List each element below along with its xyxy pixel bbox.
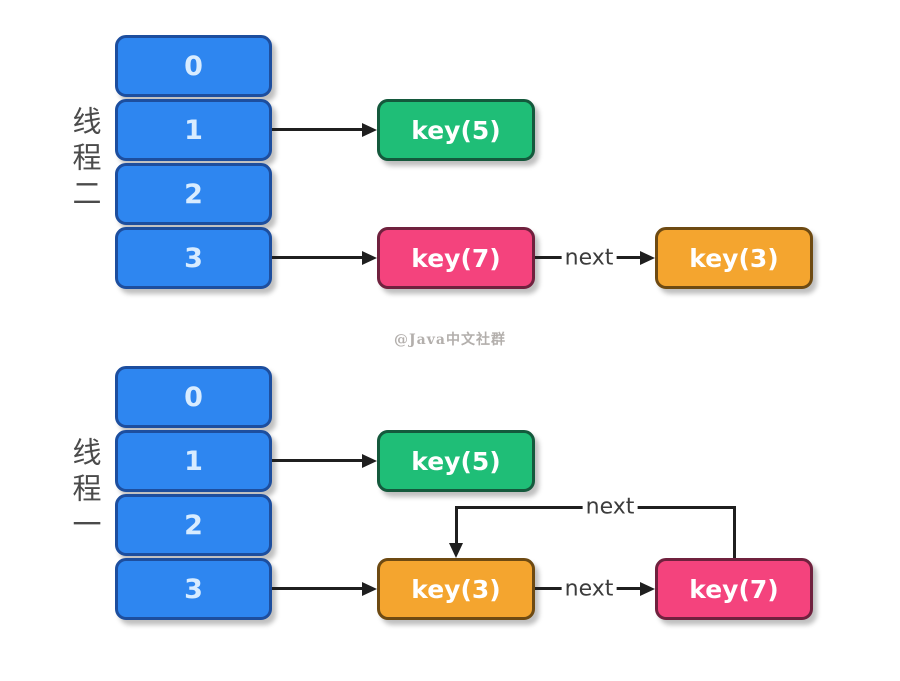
watermark: @Java中文社群: [394, 332, 506, 348]
t2-node-key3: key(3): [655, 227, 813, 289]
t1-node-key3: key(3): [377, 558, 535, 620]
t2-edge-key7-key3-arrowhead-icon: [640, 251, 655, 265]
t1-loop-down-segment: [455, 506, 458, 544]
t1-loop-up-segment: [733, 506, 736, 558]
t1-loop-arrowhead-icon: [449, 543, 463, 558]
t2-bucket-1: 1: [115, 99, 272, 161]
t1-bucket-2: 2: [115, 494, 272, 556]
t1-edge-b3-key3-line: [272, 587, 364, 590]
t2-edge-b1-key5-arrowhead-icon: [362, 123, 377, 137]
t1-bucket-1: 1: [115, 430, 272, 492]
t2-node-key7: key(7): [377, 227, 535, 289]
t1-node-key5: key(5): [377, 430, 535, 492]
t1-next-label: next: [561, 576, 617, 602]
t2-edge-b1-key5-line: [272, 128, 364, 131]
t1-loop-next-label: next: [582, 494, 638, 520]
thread2-label: 线程二: [68, 106, 102, 214]
t1-edge-b3-key3-arrowhead-icon: [362, 582, 377, 596]
t2-node-key5: key(5): [377, 99, 535, 161]
t2-edge-b3-key7-line: [272, 256, 364, 259]
t2-next-label: next: [561, 245, 617, 271]
t1-bucket-0: 0: [115, 366, 272, 428]
t2-bucket-2: 2: [115, 163, 272, 225]
t1-edge-b1-key5-line: [272, 459, 364, 462]
t2-bucket-3: 3: [115, 227, 272, 289]
t1-edge-key3-key7-arrowhead-icon: [640, 582, 655, 596]
t2-edge-b3-key7-arrowhead-icon: [362, 251, 377, 265]
t1-node-key7: key(7): [655, 558, 813, 620]
thread1-label: 线程一: [68, 437, 102, 545]
t1-bucket-3: 3: [115, 558, 272, 620]
t1-edge-b1-key5-arrowhead-icon: [362, 454, 377, 468]
t2-bucket-0: 0: [115, 35, 272, 97]
